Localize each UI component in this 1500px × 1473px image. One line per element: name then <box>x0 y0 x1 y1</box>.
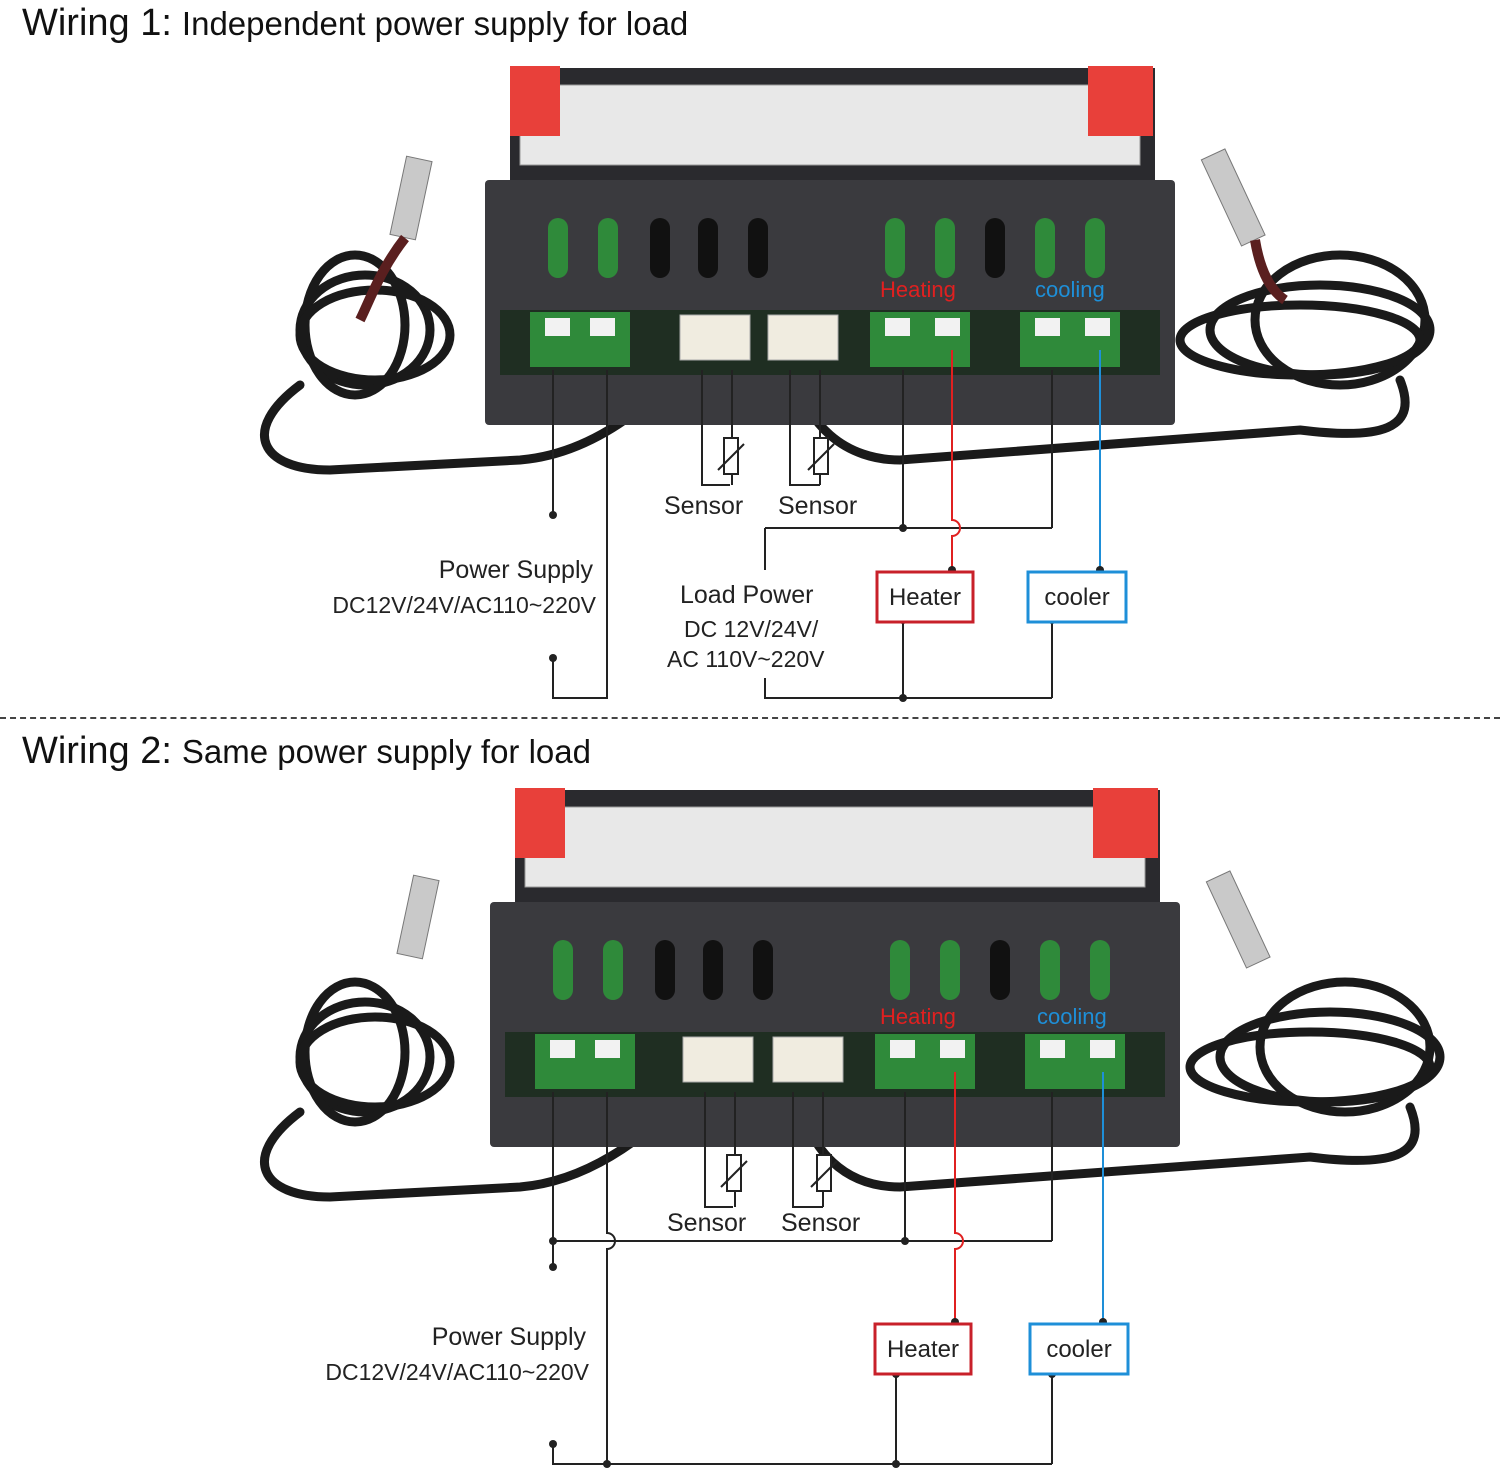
right-mount-clip <box>1088 66 1153 136</box>
power-supply-spec: DC12V/24V/AC110~220V <box>325 1359 589 1385</box>
sensor-connectors <box>679 314 839 361</box>
wiring-2-prefix: Wiring 2: <box>22 730 172 772</box>
wiring-2-panel: Wiring 2:Same power supply for load <box>0 722 1500 1473</box>
sensor-thermistor-right <box>807 437 835 475</box>
sensor-label-left: Sensor <box>667 1209 746 1237</box>
power-supply-spec: DC12V/24V/AC110~220V <box>332 592 596 618</box>
heater-label: Heater <box>887 1336 959 1363</box>
cooling-terminal-block <box>1025 1034 1125 1089</box>
heater-box: Heater <box>875 570 975 624</box>
sensor-thermistor-left <box>720 1154 748 1192</box>
heater-wire <box>954 1072 964 1322</box>
left-probe-cable <box>260 977 710 1202</box>
housing-vents <box>553 940 1110 1000</box>
cooler-box: cooler <box>1026 570 1128 624</box>
heating-terminal-block <box>875 1034 975 1089</box>
right-probe-tip <box>1200 148 1266 247</box>
sensor-label-right: Sensor <box>781 1209 860 1237</box>
wiring-2-description: Same power supply for load <box>181 733 591 770</box>
heating-tag: Heating <box>880 1004 956 1029</box>
cooler-label: cooler <box>1046 1336 1111 1363</box>
right-mount-clip <box>1093 788 1158 858</box>
heating-terminal-block <box>870 312 970 367</box>
sensor-thermistor-right <box>810 1154 838 1192</box>
sensor-label-right: Sensor <box>778 492 857 520</box>
sensor-connectors <box>682 1036 844 1083</box>
cooler-box: cooler <box>1028 1322 1130 1376</box>
cooling-terminal-block <box>1020 312 1120 367</box>
heater-label: Heater <box>889 584 961 611</box>
cooling-tag: cooling <box>1037 1004 1107 1029</box>
left-mount-clip <box>510 66 560 136</box>
right-probe-tip <box>1205 870 1271 969</box>
controller-housing <box>485 66 1175 425</box>
junction-dots <box>549 1237 1107 1468</box>
wiring-1-diagram: Heating cooling <box>260 66 1435 702</box>
power-supply-label: Power Supply <box>439 556 594 584</box>
load-power-spec-1: DC 12V/24V/ <box>684 616 819 642</box>
wiring-1-panel: Wiring 1:Independent power supply for lo… <box>0 0 1500 715</box>
left-probe-tip <box>396 874 440 960</box>
controller-housing <box>490 788 1180 1147</box>
cooling-tag: cooling <box>1035 277 1105 302</box>
wiring-lines <box>552 1092 1053 1465</box>
wiring-1-description: Independent power supply for load <box>181 5 689 42</box>
sensor-thermistor-left <box>717 437 745 475</box>
load-power-spec-2: AC 110V~220V <box>667 646 825 672</box>
left-mount-clip <box>515 788 565 858</box>
junction-dots <box>549 511 1104 702</box>
power-terminal-block <box>530 312 630 367</box>
heater-box: Heater <box>873 1322 973 1376</box>
wiring-2-diagram: Heating cooling <box>260 788 1445 1468</box>
power-terminal-block <box>535 1034 635 1089</box>
wiring-1-title: Wiring 1:Independent power supply for lo… <box>22 2 688 45</box>
heater-wire <box>951 350 961 570</box>
housing-vents <box>548 218 1105 278</box>
power-supply-label: Power Supply <box>432 1323 587 1351</box>
wiring-2-title: Wiring 2:Same power supply for load <box>22 730 591 773</box>
wiring-1-prefix: Wiring 1: <box>22 2 172 44</box>
load-power-label: Load Power <box>680 581 813 609</box>
cooler-label: cooler <box>1044 584 1109 611</box>
left-probe-tip <box>389 155 433 241</box>
heating-tag: Heating <box>880 277 956 302</box>
section-divider <box>0 717 1500 719</box>
sensor-label-left: Sensor <box>664 492 743 520</box>
